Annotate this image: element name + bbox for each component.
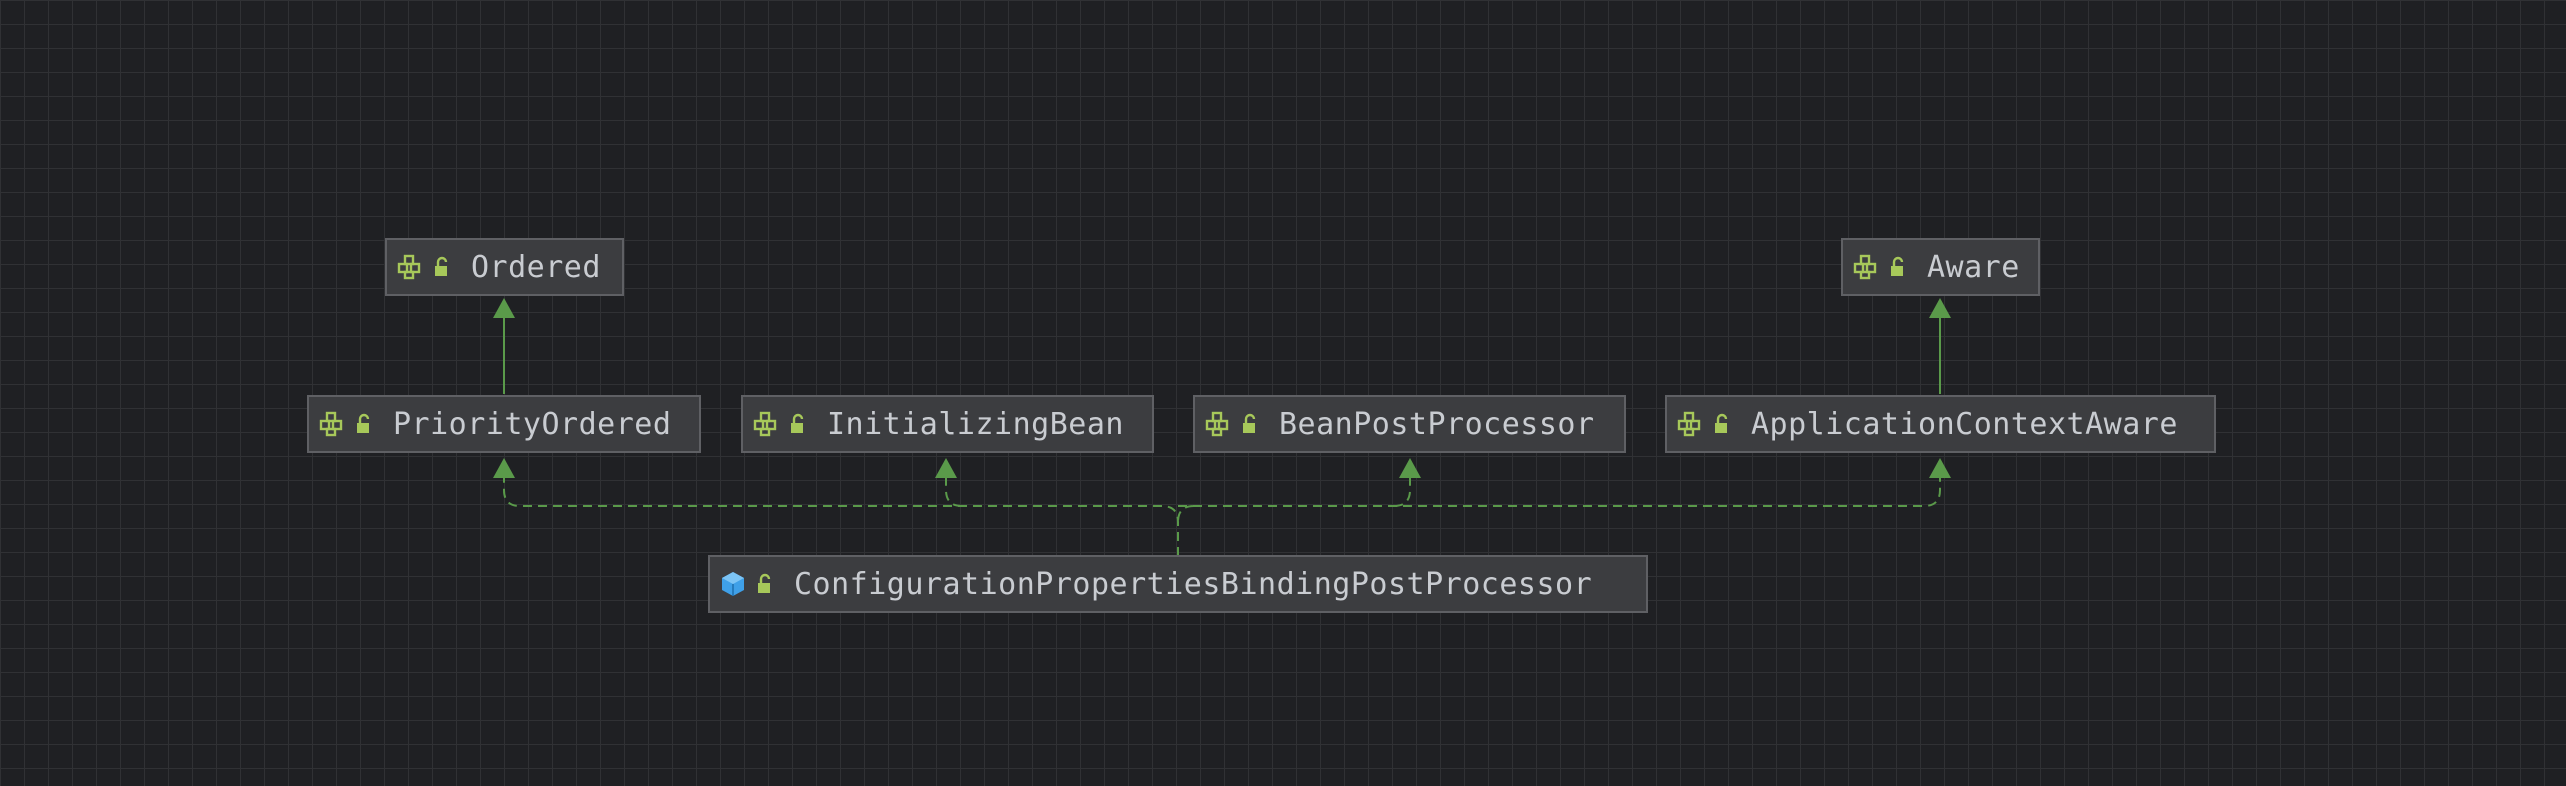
node-label: ApplicationContextAware bbox=[1751, 406, 2178, 442]
node-label: ConfigurationPropertiesBindingPostProces… bbox=[794, 566, 1593, 602]
arrowhead-beanpostprocessor bbox=[1399, 458, 1421, 478]
interface-icon bbox=[395, 252, 425, 282]
node-aware[interactable]: Aware bbox=[1841, 238, 2040, 296]
arrowhead-ordered bbox=[493, 298, 515, 318]
edge-impl-initializingbean bbox=[945, 474, 963, 507]
unlocked-icon bbox=[1235, 409, 1265, 439]
unlocked-icon bbox=[349, 409, 379, 439]
arrowhead-aware bbox=[1929, 298, 1951, 318]
node-label: BeanPostProcessor bbox=[1279, 406, 1595, 442]
node-label: Aware bbox=[1927, 249, 2020, 285]
arrowhead-applicationcontextaware bbox=[1929, 458, 1951, 478]
arrowhead-priorityordered bbox=[493, 458, 515, 478]
unlocked-icon bbox=[750, 569, 780, 599]
unlocked-icon bbox=[1883, 252, 1913, 282]
arrowhead-initializingbean bbox=[935, 458, 957, 478]
edge-impl-applicationcontextaware bbox=[1177, 474, 1941, 523]
interface-icon bbox=[317, 409, 347, 439]
interface-icon bbox=[1203, 409, 1233, 439]
interface-icon bbox=[1675, 409, 1705, 439]
node-ordered[interactable]: Ordered bbox=[385, 238, 624, 296]
edge-impl-priorityordered bbox=[503, 474, 1162, 507]
interface-icon bbox=[751, 409, 781, 439]
unlocked-icon bbox=[427, 252, 457, 282]
unlocked-icon bbox=[1707, 409, 1737, 439]
node-label: Ordered bbox=[471, 249, 601, 285]
edge-impl-trunk bbox=[1161, 505, 1179, 556]
interface-icon bbox=[1851, 252, 1881, 282]
unlocked-icon bbox=[783, 409, 813, 439]
node-label: InitializingBean bbox=[827, 406, 1124, 442]
node-beanpostprocessor[interactable]: BeanPostProcessor bbox=[1193, 395, 1626, 453]
node-priorityordered[interactable]: PriorityOrdered bbox=[307, 395, 701, 453]
node-initializingbean[interactable]: InitializingBean bbox=[741, 395, 1154, 453]
node-applicationcontextaware[interactable]: ApplicationContextAware bbox=[1665, 395, 2216, 453]
node-configurationpropertiesbindingpostprocessor[interactable]: ConfigurationPropertiesBindingPostProces… bbox=[708, 555, 1648, 613]
class-icon bbox=[718, 569, 748, 599]
edge-impl-beanpostprocessor bbox=[1393, 474, 1411, 507]
node-label: PriorityOrdered bbox=[393, 406, 672, 442]
